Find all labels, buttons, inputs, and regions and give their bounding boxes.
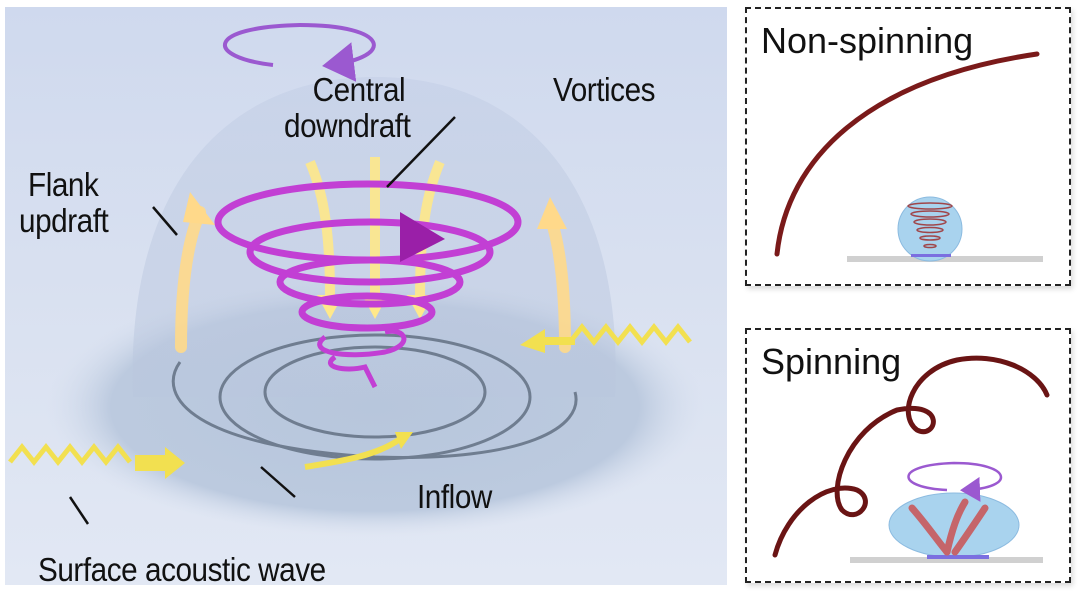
leader-lines [68,116,456,525]
central-rotation-arrow [223,22,376,82]
electrode [911,254,951,257]
internal-vortex-pattern [908,498,989,556]
vortex-direction-arrowhead [400,212,445,262]
floor-spiral-rings [171,333,578,461]
coiled-fiber [772,355,1050,558]
saw-wave-left-arrowhead [135,447,185,479]
label-downdraft: downdraft [284,107,411,144]
label-central: Central [312,71,406,108]
label-flank: Flank [28,166,99,203]
label-inflow: Inflow [417,478,492,515]
flank-updraft-arrowhead-left [183,192,215,225]
saw-wave-right-arrowhead [520,329,575,353]
vortex-spiral [214,180,522,389]
spin-rotation-arrow [907,461,1002,502]
inflow-arrow [304,436,402,470]
main-diagram-panel: Central downdraft Vortices Flank updraft… [5,7,727,588]
internal-vortex-coil [907,202,953,249]
label-updraft: updraft [19,202,109,239]
non-spinning-illustration [774,51,1043,262]
substrate [847,256,1043,262]
saw-wave-left [8,442,132,467]
spinning-title: Spinning [761,341,902,382]
label-vortices: Vortices [553,71,656,108]
label-flank-updraft: Flank updraft [19,166,109,239]
non-spinning-panel: Non-spinning [745,7,1071,286]
electrode [927,555,989,559]
flank-updraft-arrowhead-right [537,197,567,229]
vortex-illustration [8,22,705,537]
straight-fiber [774,51,1040,257]
substrate [850,557,1043,563]
spinning-panel: Spinning [745,328,1071,583]
saw-wave-right [568,322,692,347]
label-surface-acoustic-wave: Surface acoustic wave [38,551,326,588]
inflow-arrowhead [395,432,413,449]
spinning-illustration [772,355,1050,563]
label-central-downdraft: Central downdraft [284,71,411,144]
non-spinning-title: Non-spinning [761,20,974,61]
